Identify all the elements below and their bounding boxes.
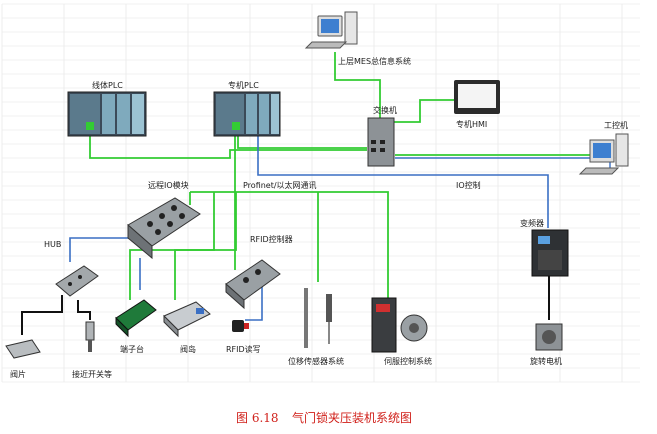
mes-computer-icon bbox=[304, 11, 358, 49]
link-hub-valve bbox=[21, 295, 63, 335]
proximity-switch-icon bbox=[85, 321, 95, 352]
link-switch-hmi bbox=[388, 99, 455, 123]
displacement-sensor-icon bbox=[304, 288, 332, 348]
rfid-controller-icon bbox=[225, 259, 281, 310]
label-hub: HUB bbox=[44, 240, 61, 249]
rfid-reader-icon bbox=[232, 320, 249, 332]
label-hmi: 专机HMI bbox=[456, 119, 487, 129]
link-hub-proximity bbox=[77, 300, 91, 320]
plc-line-icon bbox=[67, 91, 147, 137]
label-valve-island: 阀岛 bbox=[180, 344, 196, 354]
label-mes: 上层MES总信息系统 bbox=[338, 56, 411, 66]
valve-icon bbox=[5, 339, 41, 359]
link-plc-vfd bbox=[257, 128, 549, 228]
label-plc-special: 专机PLC bbox=[228, 80, 259, 90]
profinet-bus bbox=[190, 191, 389, 300]
vfd-icon bbox=[531, 229, 569, 277]
remote-io-module-icon bbox=[127, 197, 201, 260]
label-proximity: 接近开关等 bbox=[72, 369, 112, 379]
terminal-block-icon bbox=[115, 299, 157, 338]
label-valve: 阀片 bbox=[10, 369, 26, 379]
label-motor: 旋转电机 bbox=[530, 356, 562, 366]
label-vfd: 变频器 bbox=[520, 218, 544, 228]
label-terminal: 端子台 bbox=[120, 344, 144, 354]
label-ipc: 工控机 bbox=[604, 120, 628, 130]
valve-island-icon bbox=[163, 301, 211, 338]
ipc-computer-icon bbox=[578, 133, 629, 175]
link-rfid-reader bbox=[245, 282, 263, 321]
label-displacement: 位移传感器系统 bbox=[288, 356, 344, 366]
label-rfid-controller: RFID控制器 bbox=[250, 234, 293, 244]
rotary-motor-icon bbox=[535, 323, 563, 351]
link-bus-terminal bbox=[129, 192, 215, 300]
link-mes-switch bbox=[334, 52, 381, 118]
label-servo: 伺服控制系统 bbox=[384, 356, 432, 366]
label-switch: 交换机 bbox=[373, 105, 397, 115]
hmi-icon bbox=[454, 80, 500, 114]
hub-icon bbox=[55, 265, 99, 297]
label-plc-line: 线体PLC bbox=[92, 80, 123, 90]
link-plc-line-switch bbox=[89, 128, 367, 159]
label-rfid-rw: RFID读写 bbox=[226, 344, 261, 354]
link-bus-valve-island bbox=[174, 192, 237, 300]
link-ipc-monitor bbox=[395, 157, 611, 172]
label-io-control: IO控制 bbox=[456, 180, 481, 190]
switch-icon bbox=[367, 117, 395, 167]
plc-special-icon bbox=[213, 91, 281, 137]
figure-number: 图 6.18 bbox=[236, 411, 279, 425]
label-profinet: Profinet/以太网通讯 bbox=[243, 180, 317, 190]
servo-drive-icon bbox=[371, 297, 428, 353]
label-remote-io: 远程IO模块 bbox=[148, 180, 189, 190]
connections bbox=[21, 52, 611, 335]
figure-title: 气门锁夹压装机系统图 bbox=[292, 410, 412, 425]
